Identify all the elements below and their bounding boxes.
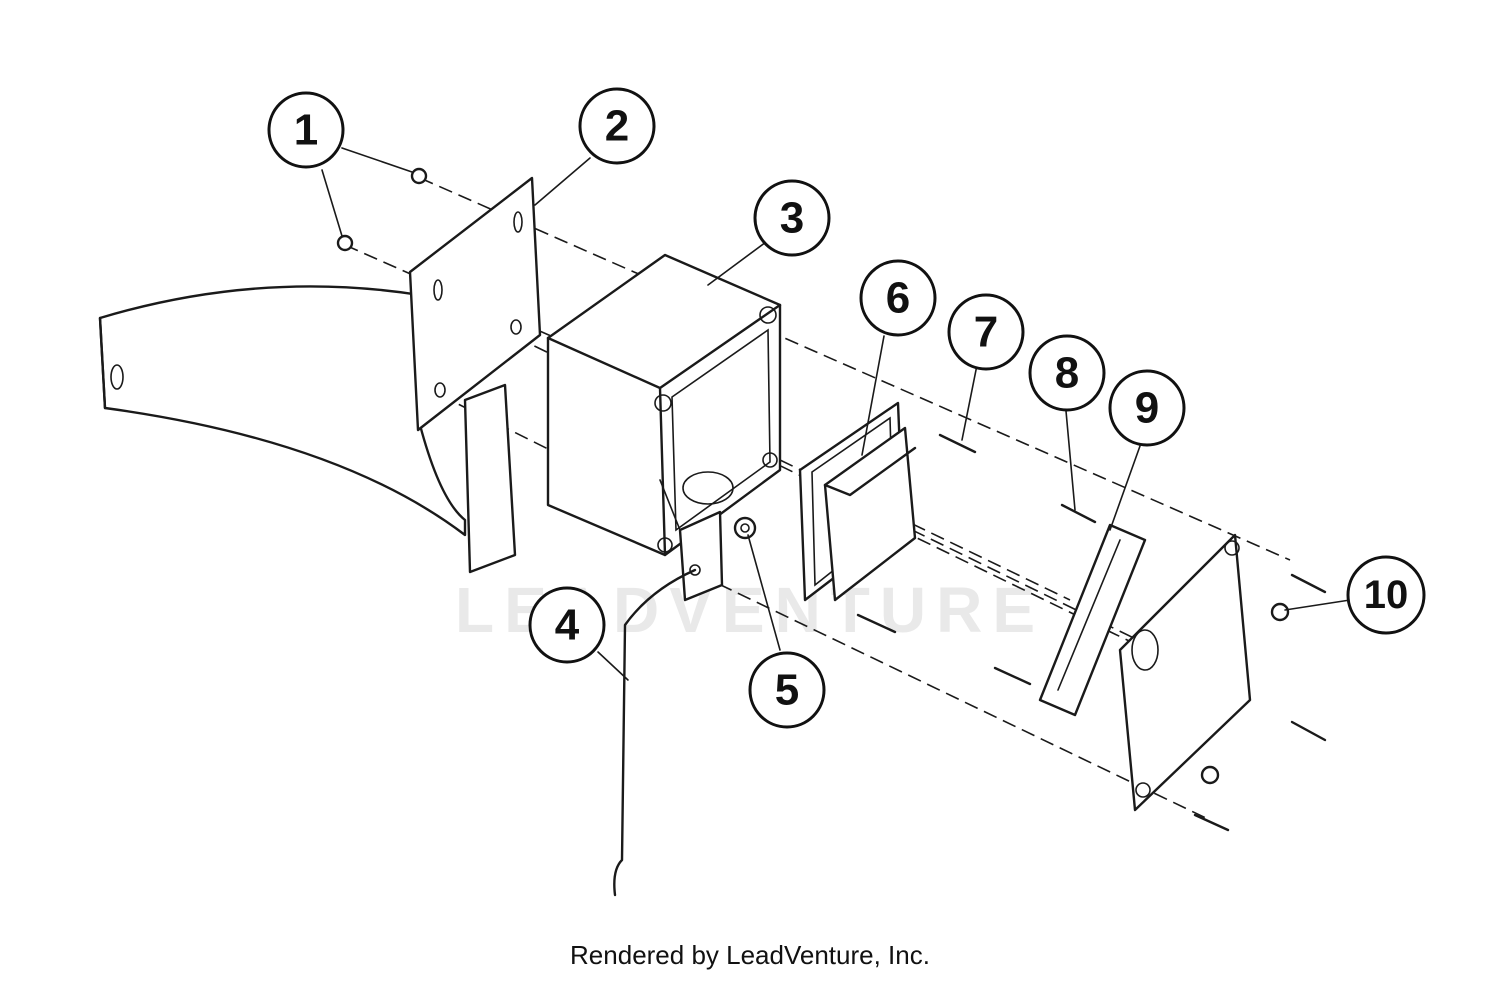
mounting-plate <box>408 176 542 574</box>
terminal-strip <box>1038 523 1147 717</box>
callout-4: 4 <box>528 586 606 664</box>
callout-10-label: 10 <box>1364 573 1409 617</box>
callout-3: 3 <box>753 179 831 257</box>
callout-5-label: 5 <box>775 666 799 715</box>
credit-text: Rendered by LeadVenture, Inc. <box>570 940 930 970</box>
callout-3-label: 3 <box>780 194 804 243</box>
control-rod <box>613 479 724 897</box>
discharge-chute <box>98 285 467 537</box>
callout-1: 1 <box>267 91 345 169</box>
cover-plate <box>1118 533 1290 812</box>
callout-7: 7 <box>947 293 1025 371</box>
callout-9: 9 <box>1108 369 1186 447</box>
callout-2-label: 2 <box>605 102 629 151</box>
callout-5: 5 <box>748 651 826 729</box>
callout-9-label: 9 <box>1135 384 1159 433</box>
callout-2: 2 <box>578 87 656 165</box>
callout-6: 6 <box>859 259 937 337</box>
callout-7-label: 7 <box>974 308 998 357</box>
washer <box>733 516 757 540</box>
nut-fasteners <box>336 167 428 252</box>
control-module <box>823 426 917 602</box>
callout-10: 10 <box>1346 555 1426 635</box>
callout-4-label: 4 <box>555 601 580 650</box>
callout-8-label: 8 <box>1055 349 1079 398</box>
housing-box <box>546 253 782 557</box>
leader-lines <box>321 147 1351 681</box>
callout-1-label: 1 <box>294 106 318 155</box>
callout-8: 8 <box>1028 334 1106 412</box>
callout-6-label: 6 <box>886 274 910 323</box>
